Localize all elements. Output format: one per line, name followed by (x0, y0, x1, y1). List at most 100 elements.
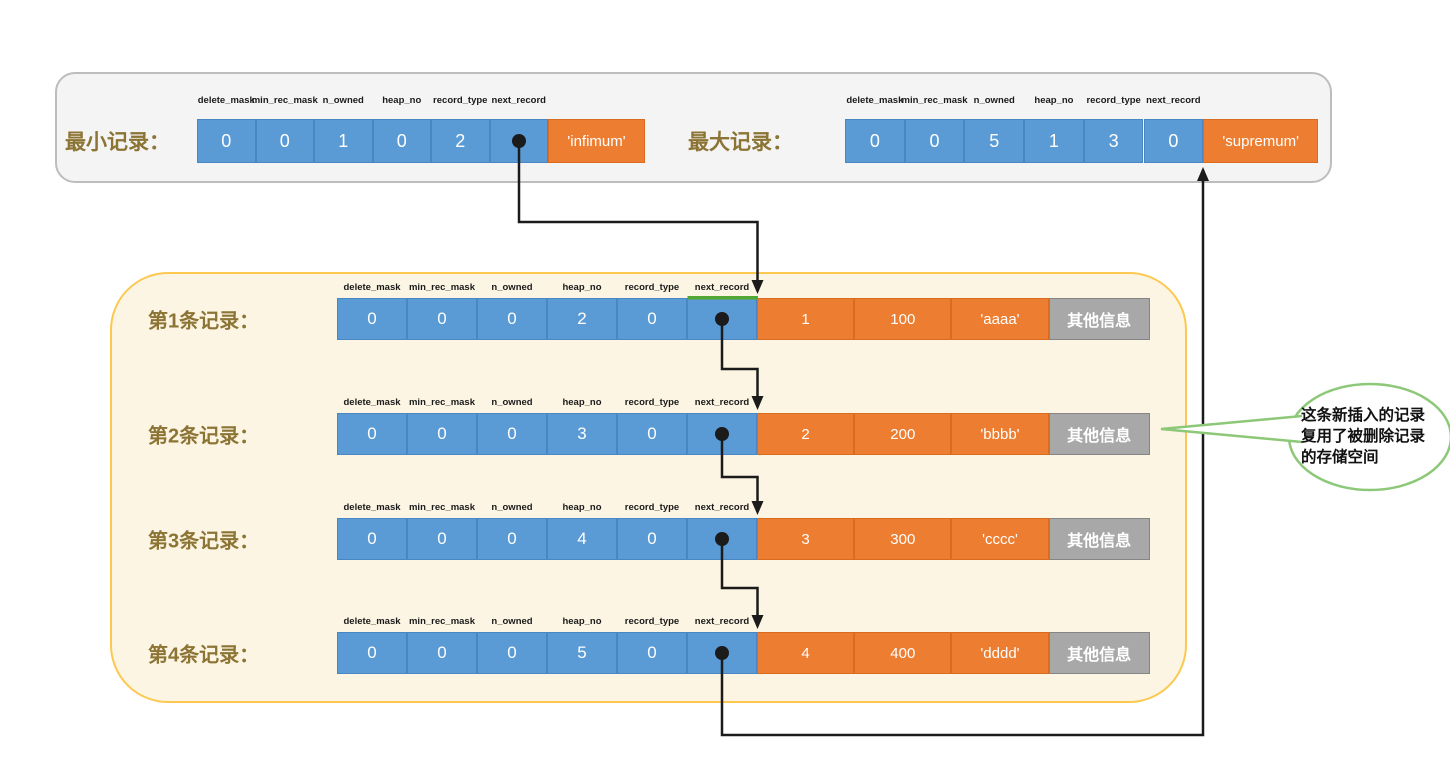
field-header-heap_no: heap_no (382, 95, 422, 106)
cell-heap_no: 3 (547, 413, 617, 455)
field-header-delete_mask: delete_mask (197, 95, 255, 106)
callout-line: 这条新插入的记录 (1301, 407, 1426, 424)
callout-text: 这条新插入的记录 复用了被删除记录 的存储空间 (1301, 405, 1425, 468)
cell-heap_no: 5 (547, 632, 617, 674)
field-header-min_rec_mask: min_rec_mask (408, 502, 476, 513)
field-header-n_owned: n_owned (491, 502, 533, 513)
cell-data-value: 3 (757, 518, 855, 560)
record-label: 第3条记录： (148, 530, 260, 553)
cell-min_rec_mask: 0 (407, 298, 477, 340)
cell-min_rec_mask: 0 (407, 413, 477, 455)
cell-record_type: 0 (617, 298, 687, 340)
field-header-next_record: next_record (1146, 95, 1201, 106)
field-header-min_rec_mask: min_rec_mask (251, 95, 318, 106)
cell-n_owned: 0 (477, 298, 547, 340)
cell-record_type: 0 (617, 518, 687, 560)
cell-heap_no: 4 (547, 518, 617, 560)
cell-n_owned: 1 (314, 119, 373, 163)
cell-delete_mask: 0 (337, 518, 407, 560)
field-header-n_owned: n_owned (973, 95, 1015, 106)
cell-data-value: 300 (854, 518, 952, 560)
field-header-delete_mask: delete_mask (343, 397, 401, 408)
field-header-heap_no: heap_no (562, 616, 602, 627)
field-header-heap_no: heap_no (562, 282, 602, 293)
field-header-n_owned: n_owned (491, 616, 533, 627)
cell-other-info: 其他信息 (1048, 632, 1150, 674)
cell-data-value: 2 (757, 413, 855, 455)
cell-min_rec_mask: 0 (407, 632, 477, 674)
cell-delete_mask: 0 (337, 632, 407, 674)
cell-data-value: 'aaaa' (951, 298, 1049, 340)
field-header-next_record: next_record (694, 397, 750, 408)
field-header-heap_no: heap_no (562, 502, 602, 513)
cell-data-value: 1 (757, 298, 855, 340)
field-header-record_type: record_type (624, 616, 680, 627)
cell-next_record (687, 413, 757, 455)
cell-record_type: 0 (617, 413, 687, 455)
field-header-record_type: record_type (1086, 95, 1141, 106)
cell-min_rec_mask: 0 (255, 119, 314, 163)
field-header-record_type: record_type (624, 282, 680, 293)
cell-next_record (687, 632, 757, 674)
record-label: 最小记录： (65, 131, 170, 154)
field-header-delete_mask: delete_mask (846, 95, 904, 106)
cell-data-value: 'bbbb' (951, 413, 1049, 455)
field-header-delete_mask: delete_mask (343, 282, 401, 293)
cell-n_owned: 5 (964, 119, 1025, 163)
callout-line: 复用了被删除记录 (1301, 428, 1426, 445)
cell-record_type: 0 (617, 632, 687, 674)
field-header-next_record: next_record (694, 616, 750, 627)
record-name-cell: 'supremum' (1203, 119, 1319, 163)
cell-record_type: 2 (431, 119, 490, 163)
cell-data-value: 'cccc' (951, 518, 1049, 560)
field-header-next_record: next_record (491, 95, 546, 106)
field-header-record_type: record_type (433, 95, 488, 106)
cell-next_record: 0 (1143, 119, 1204, 163)
cell-next_record (687, 518, 757, 560)
cell-next_record (687, 298, 757, 340)
field-header-next_record: next_record (694, 502, 750, 513)
cell-next_record (489, 119, 548, 163)
cell-delete_mask: 0 (197, 119, 256, 163)
cell-n_owned: 0 (477, 632, 547, 674)
field-header-min_rec_mask: min_rec_mask (408, 282, 476, 293)
field-header-delete_mask: delete_mask (343, 616, 401, 627)
callout-line: 的存储空间 (1301, 449, 1379, 466)
field-header-record_type: record_type (624, 502, 680, 513)
cell-data-value: 200 (854, 413, 952, 455)
cell-record_type: 3 (1083, 119, 1144, 163)
cell-data-value: 4 (757, 632, 855, 674)
cell-heap_no: 1 (1024, 119, 1084, 163)
cell-other-info: 其他信息 (1048, 518, 1150, 560)
field-header-min_rec_mask: min_rec_mask (408, 616, 476, 627)
field-header-min_rec_mask: min_rec_mask (408, 397, 476, 408)
field-header-heap_no: heap_no (562, 397, 602, 408)
record-label: 第4条记录： (148, 644, 260, 667)
cell-n_owned: 0 (477, 518, 547, 560)
cell-delete_mask: 0 (845, 119, 905, 163)
cell-min_rec_mask: 0 (407, 518, 477, 560)
cell-data-value: 400 (854, 632, 952, 674)
cell-min_rec_mask: 0 (904, 119, 965, 163)
field-header-n_owned: n_owned (322, 95, 364, 106)
record-label: 第1条记录： (148, 310, 260, 333)
cell-delete_mask: 0 (337, 413, 407, 455)
field-header-n_owned: n_owned (491, 282, 533, 293)
field-header-min_rec_mask: min_rec_mask (901, 95, 968, 106)
field-header-next_record: next_record (694, 282, 750, 293)
cell-delete_mask: 0 (337, 298, 407, 340)
record-name-cell: 'infimum' (548, 119, 645, 163)
cell-other-info: 其他信息 (1048, 298, 1150, 340)
cell-other-info: 其他信息 (1048, 413, 1150, 455)
field-header-record_type: record_type (624, 397, 680, 408)
cell-data-value: 100 (854, 298, 952, 340)
cell-data-value: 'dddd' (951, 632, 1049, 674)
cell-heap_no: 0 (372, 119, 431, 163)
field-header-delete_mask: delete_mask (343, 502, 401, 513)
record-label: 最大记录： (688, 131, 793, 154)
cell-heap_no: 2 (547, 298, 617, 340)
field-header-heap_no: heap_no (1034, 95, 1074, 106)
record-label: 第2条记录： (148, 425, 260, 448)
field-header-n_owned: n_owned (491, 397, 533, 408)
